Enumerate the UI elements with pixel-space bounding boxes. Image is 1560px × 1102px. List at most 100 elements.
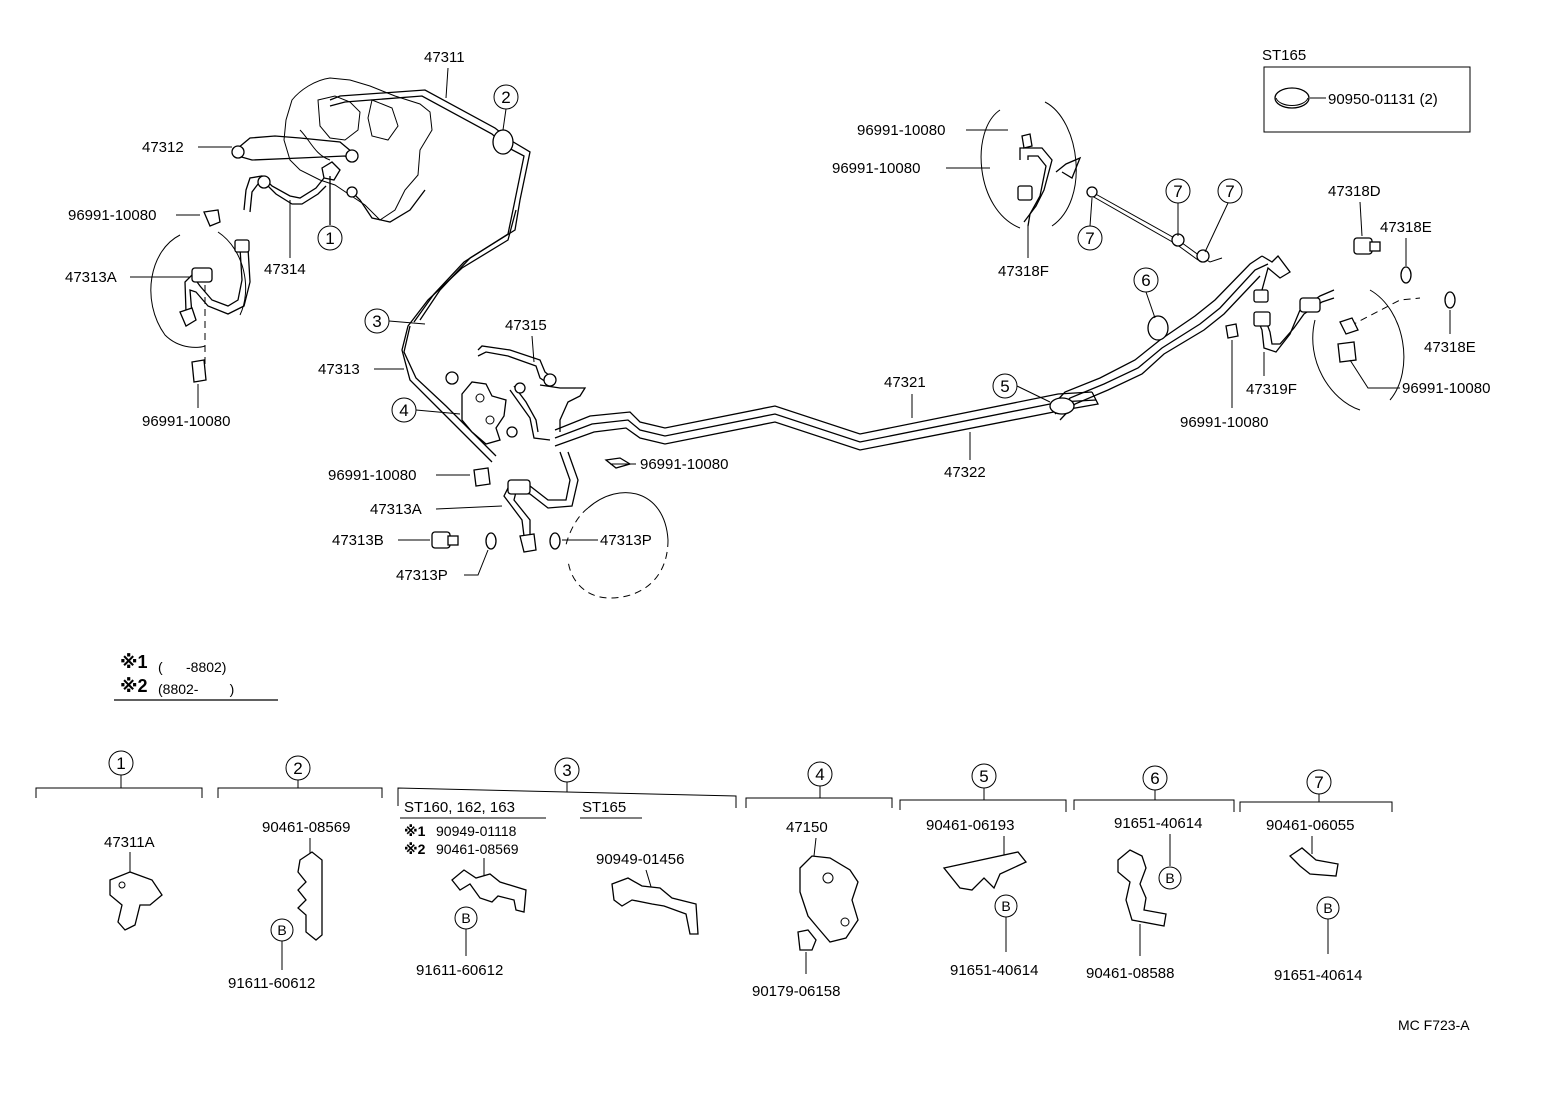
label-96991-10080-c: 96991-10080 <box>328 467 416 484</box>
label-47313A-mid: 47313A <box>370 501 422 518</box>
svg-text:1: 1 <box>325 229 334 248</box>
svg-text:2: 2 <box>501 88 510 107</box>
label-47318E-b: 47318E <box>1424 339 1476 356</box>
callout-7b: 7 <box>1204 178 1243 253</box>
proportioning-valve <box>445 345 587 445</box>
label-96991-10080-d: 96991-10080 <box>640 456 728 473</box>
group-3-number: 3 <box>562 761 571 780</box>
label-96991-10080-b: 96991-10080 <box>142 413 230 430</box>
svg-text:4: 4 <box>399 401 408 420</box>
label-47322: 47322 <box>944 464 986 481</box>
callout-2: 2 <box>493 84 519 131</box>
group-3-part-90461-08569: 90461-08569 <box>436 841 519 857</box>
group-6: 6 91651-40614 B 90461-08588 <box>1086 765 1202 982</box>
st165-box-title: ST165 <box>1262 47 1306 64</box>
group-3-sub-a: ST160, 162, 163 <box>404 799 515 816</box>
svg-text:3: 3 <box>372 312 381 331</box>
label-96991-10080-a: 96991-10080 <box>68 207 156 224</box>
group-2-part-91611-60612: 91611-60612 <box>228 975 315 992</box>
label-47319F: 47319F <box>1246 381 1297 398</box>
group-1-part-47311A: 47311A <box>104 834 155 851</box>
label-47318E-a: 47318E <box>1380 219 1432 236</box>
label-47318F: 47318F <box>998 263 1049 280</box>
note-2-mark: ※2 <box>120 676 148 696</box>
callout-5: 5 <box>992 373 1051 403</box>
callout-7a: 7 <box>1165 178 1191 236</box>
tube-47311 <box>329 89 531 463</box>
group-2-number: 2 <box>293 759 302 778</box>
top-part-labels: 47311 47312 96991-10080 47313A 47314 969… <box>65 49 1490 584</box>
callout-1: 1 <box>317 225 343 251</box>
svg-text:5: 5 <box>1000 377 1009 396</box>
svg-text:7: 7 <box>1173 182 1182 201</box>
group-1-number: 1 <box>116 754 125 773</box>
group-7: 7 90461-06055 B 91651-40614 <box>1266 769 1362 984</box>
st165-box-part: 90950-01131 (2) <box>1328 91 1438 108</box>
group-2-part-90461-08569: 90461-08569 <box>262 819 350 836</box>
group-5: 5 90461-06193 B 91651-40614 <box>926 763 1038 979</box>
label-96991-10080-e: 96991-10080 <box>857 122 945 139</box>
svg-text:※2: ※2 <box>404 841 426 857</box>
label-47313P-b: 47313P <box>600 532 652 549</box>
svg-text:7: 7 <box>1085 229 1094 248</box>
svg-text:B: B <box>1165 870 1174 886</box>
diagram-code: MC F723-A <box>1398 1017 1470 1033</box>
group-5-part-90461-06193: 90461-06193 <box>926 817 1014 834</box>
group-4-number: 4 <box>815 765 824 784</box>
label-47311: 47311 <box>424 49 465 66</box>
svg-text:※1: ※1 <box>404 823 426 839</box>
group-4-part-47150: 47150 <box>786 819 828 836</box>
rear-right-wheel <box>980 101 1456 411</box>
callout-6: 6 <box>1133 267 1159 319</box>
group-4: 4 47150 90179-06158 <box>752 761 859 1000</box>
st165-plug-box: ST165 90950-01131 (2) <box>1262 47 1471 133</box>
label-47312: 47312 <box>142 139 184 156</box>
label-47318D: 47318D <box>1328 183 1381 200</box>
group-5-number: 5 <box>979 767 988 786</box>
svg-text:6: 6 <box>1141 271 1150 290</box>
note-2-text: (8802- ) <box>158 681 234 697</box>
label-96991-10080-h: 96991-10080 <box>1180 414 1268 431</box>
label-96991-10080-f: 96991-10080 <box>832 160 920 177</box>
callout-3: 3 <box>364 308 426 334</box>
note-1-text: ( -8802) <box>158 659 226 675</box>
rear-left-wheel <box>431 451 669 599</box>
svg-text:B: B <box>1323 900 1332 916</box>
svg-text:B: B <box>461 910 470 926</box>
callout-4: 4 <box>391 397 461 423</box>
tube-47312 <box>231 135 359 163</box>
group-3-part-90949-01456: 90949-01456 <box>596 851 684 868</box>
group-6-part-91651-40614: 91651-40614 <box>1114 815 1202 832</box>
group-5-part-91651-40614: 91651-40614 <box>950 962 1038 979</box>
group-1: 1 47311A <box>104 750 163 931</box>
group-3-part-91611-60612: 91611-60612 <box>416 962 503 979</box>
group-3: 3 ST160, 162, 163 ST165 ※1 90949-01118 ※… <box>400 757 699 979</box>
group-3-part-90949-01118: 90949-01118 <box>436 823 517 839</box>
svg-text:7: 7 <box>1225 182 1234 201</box>
tube-47314 <box>243 161 426 225</box>
label-47313: 47313 <box>318 361 360 378</box>
label-47321: 47321 <box>884 374 926 391</box>
label-47314: 47314 <box>264 261 306 278</box>
label-96991-10080-g: 96991-10080 <box>1402 380 1490 397</box>
group-7-part-91651-40614: 91651-40614 <box>1274 967 1362 984</box>
group-3-sub-b: ST165 <box>582 799 626 816</box>
label-47313B: 47313B <box>332 532 384 549</box>
callout-7c: 7 <box>1077 197 1103 251</box>
group-2: 2 90461-08569 B 91611-60612 <box>228 755 350 992</box>
svg-text:B: B <box>1001 898 1010 914</box>
group-6-part-90461-08588: 90461-08588 <box>1086 965 1174 982</box>
label-47313P-a: 47313P <box>396 567 448 584</box>
group-6-number: 6 <box>1150 769 1159 788</box>
date-notes: ※1 ( -8802) ※2 (8802- ) <box>114 652 278 701</box>
label-47315: 47315 <box>505 317 547 334</box>
tube-47321-47322 <box>554 255 1269 451</box>
group-4-part-90179-06158: 90179-06158 <box>752 983 840 1000</box>
group-7-number: 7 <box>1314 773 1323 792</box>
master-cylinder-assembly <box>283 77 433 221</box>
label-47313A-left: 47313A <box>65 269 117 286</box>
group-7-part-90461-06055: 90461-06055 <box>1266 817 1354 834</box>
svg-text:B: B <box>277 922 286 938</box>
left-front-wheel <box>150 209 251 383</box>
